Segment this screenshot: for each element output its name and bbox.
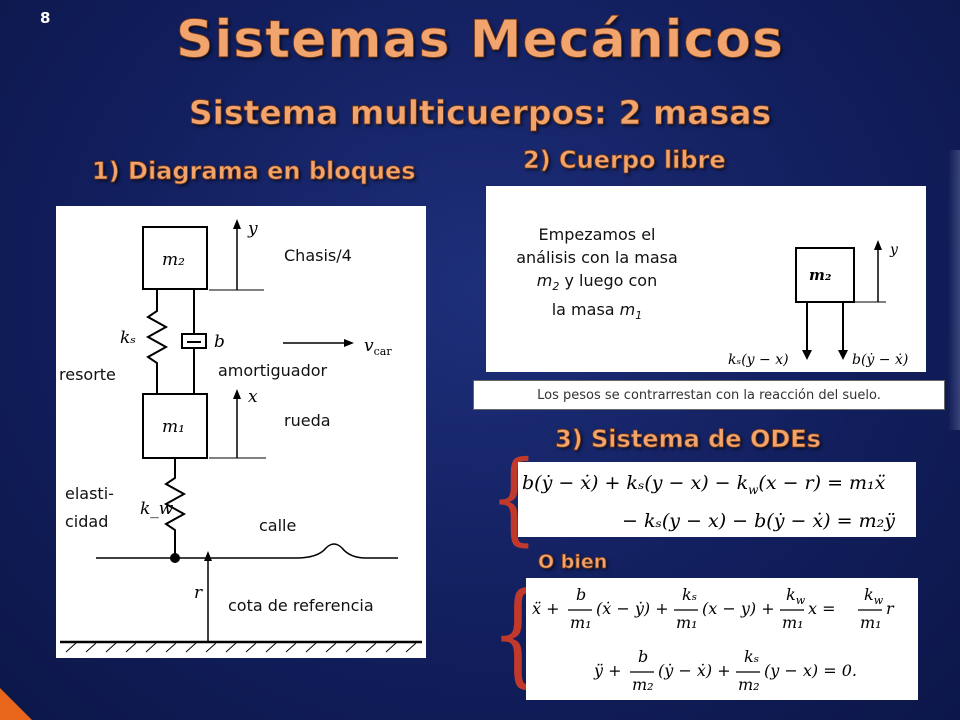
block-diagram-figure: m₂ m₁ kₛ k_w b y x r vcar <box>60 219 422 653</box>
section-heading-alternative: O bien <box>538 551 608 574</box>
svg-text:(ẋ − ẏ) +: (ẋ − ẏ) + <box>596 599 669 618</box>
svg-text:m₁: m₁ <box>860 613 882 632</box>
svg-text:(ẏ − ẋ) +: (ẏ − ẋ) + <box>658 661 731 680</box>
svg-text:x =: x = <box>808 599 836 618</box>
section-heading-block-diagram: 1) Diagrama en bloques <box>92 157 416 186</box>
svg-text:kw: kw <box>864 585 884 607</box>
label-chasis: Chasis/4 <box>284 246 352 265</box>
mass-m2-box <box>142 226 208 290</box>
symbol-b: b <box>214 332 225 352</box>
svg-text:m₁: m₁ <box>782 613 804 632</box>
svg-text:b: b <box>638 647 648 666</box>
page-subtitle: Sistema multicuerpos: 2 masas <box>188 93 772 133</box>
force-spring: kₛ(y − x) <box>728 352 789 368</box>
free-body-axis: y <box>889 242 899 258</box>
svg-text:m₁: m₁ <box>676 613 698 632</box>
svg-text:(y − x) = 0.: (y − x) = 0. <box>764 661 857 680</box>
label-resorte: resorte <box>59 365 116 384</box>
free-body-intro: Empezamos el análisis con la masa m2 y l… <box>516 225 678 323</box>
symbol-m2: m₂ <box>162 250 185 270</box>
svg-text:ÿ +: ÿ + <box>593 661 622 680</box>
svg-text:m₂: m₂ <box>738 675 760 694</box>
svg-text:− kₛ(y − x) − b(ẏ − ẋ) = m₂ÿ: − kₛ(y − x) − b(ẏ − ẋ) = m₂ÿ <box>622 510 895 532</box>
label-amortiguador: amortiguador <box>218 361 328 380</box>
svg-text:b(ẏ − ẋ) + kₛ(y − x) − kw(x −: b(ẏ − ẋ) + kₛ(y − x) − kw(x − r) = m₁ẍ <box>522 472 886 497</box>
weights-note: Los pesos se contrarrestan con la reacci… <box>473 380 945 410</box>
label-elasticidad-2: cidad <box>65 512 109 531</box>
ode-system-equations: b(ẏ − ẋ) + kₛ(y − x) − kw(x − r) = m₁ẍ −… <box>518 462 916 537</box>
free-body-mass: m₂ <box>809 266 832 284</box>
corner-accent <box>0 688 32 720</box>
decorative-edge <box>948 150 960 430</box>
symbol-vcar: vcar <box>364 336 392 358</box>
symbol-kw: k_w <box>140 499 174 519</box>
symbol-ks: kₛ <box>120 328 136 348</box>
svg-text:m₂: m₂ <box>632 675 654 694</box>
ode-alternative-figure: ẍ + b m₁ (ẋ − ẏ) + kₛ m₁ (x − y) + kw m₁… <box>532 585 895 694</box>
svg-text:(x − y) +: (x − y) + <box>702 599 775 618</box>
slide-number: 8 <box>40 9 51 27</box>
force-damper: b(ẏ − ẋ) <box>852 352 908 368</box>
free-body-figure: m₂ y kₛ(y − x) b(ẏ − ẋ) <box>728 240 908 368</box>
section-heading-free-body: 2) Cuerpo libre <box>523 146 726 175</box>
svg-text:kₛ: kₛ <box>744 647 759 666</box>
symbol-y: y <box>247 219 258 239</box>
label-cota-referencia: cota de referencia <box>228 596 374 615</box>
symbol-r: r <box>194 583 203 603</box>
section-heading-odes: 3) Sistema de ODEs <box>555 425 822 454</box>
block-diagram-panel: m₂ m₁ kₛ k_w b y x r vcar Chasis/4 amort… <box>56 206 426 658</box>
svg-text:b: b <box>576 585 586 604</box>
ode-system-figure: b(ẏ − ẋ) + kₛ(y − x) − kw(x − r) = m₁ẍ −… <box>522 472 895 532</box>
label-elasticidad-1: elasti- <box>65 484 114 503</box>
label-rueda: rueda <box>284 411 331 430</box>
svg-text:m₁: m₁ <box>570 613 592 632</box>
svg-text:r: r <box>886 599 895 618</box>
free-body-panel: m₂ y kₛ(y − x) b(ẏ − ẋ) <box>486 186 926 372</box>
symbol-x: x <box>248 387 258 407</box>
symbol-m1: m₁ <box>162 417 185 437</box>
label-calle: calle <box>259 516 297 535</box>
svg-text:kₛ: kₛ <box>682 585 697 604</box>
svg-text:ẍ +: ẍ + <box>532 599 560 618</box>
page-title: Sistemas Mecánicos <box>176 10 784 71</box>
ode-alternative-equations: ẍ + b m₁ (ẋ − ẏ) + kₛ m₁ (x − y) + kw m₁… <box>526 578 918 700</box>
svg-text:kw: kw <box>786 585 806 607</box>
